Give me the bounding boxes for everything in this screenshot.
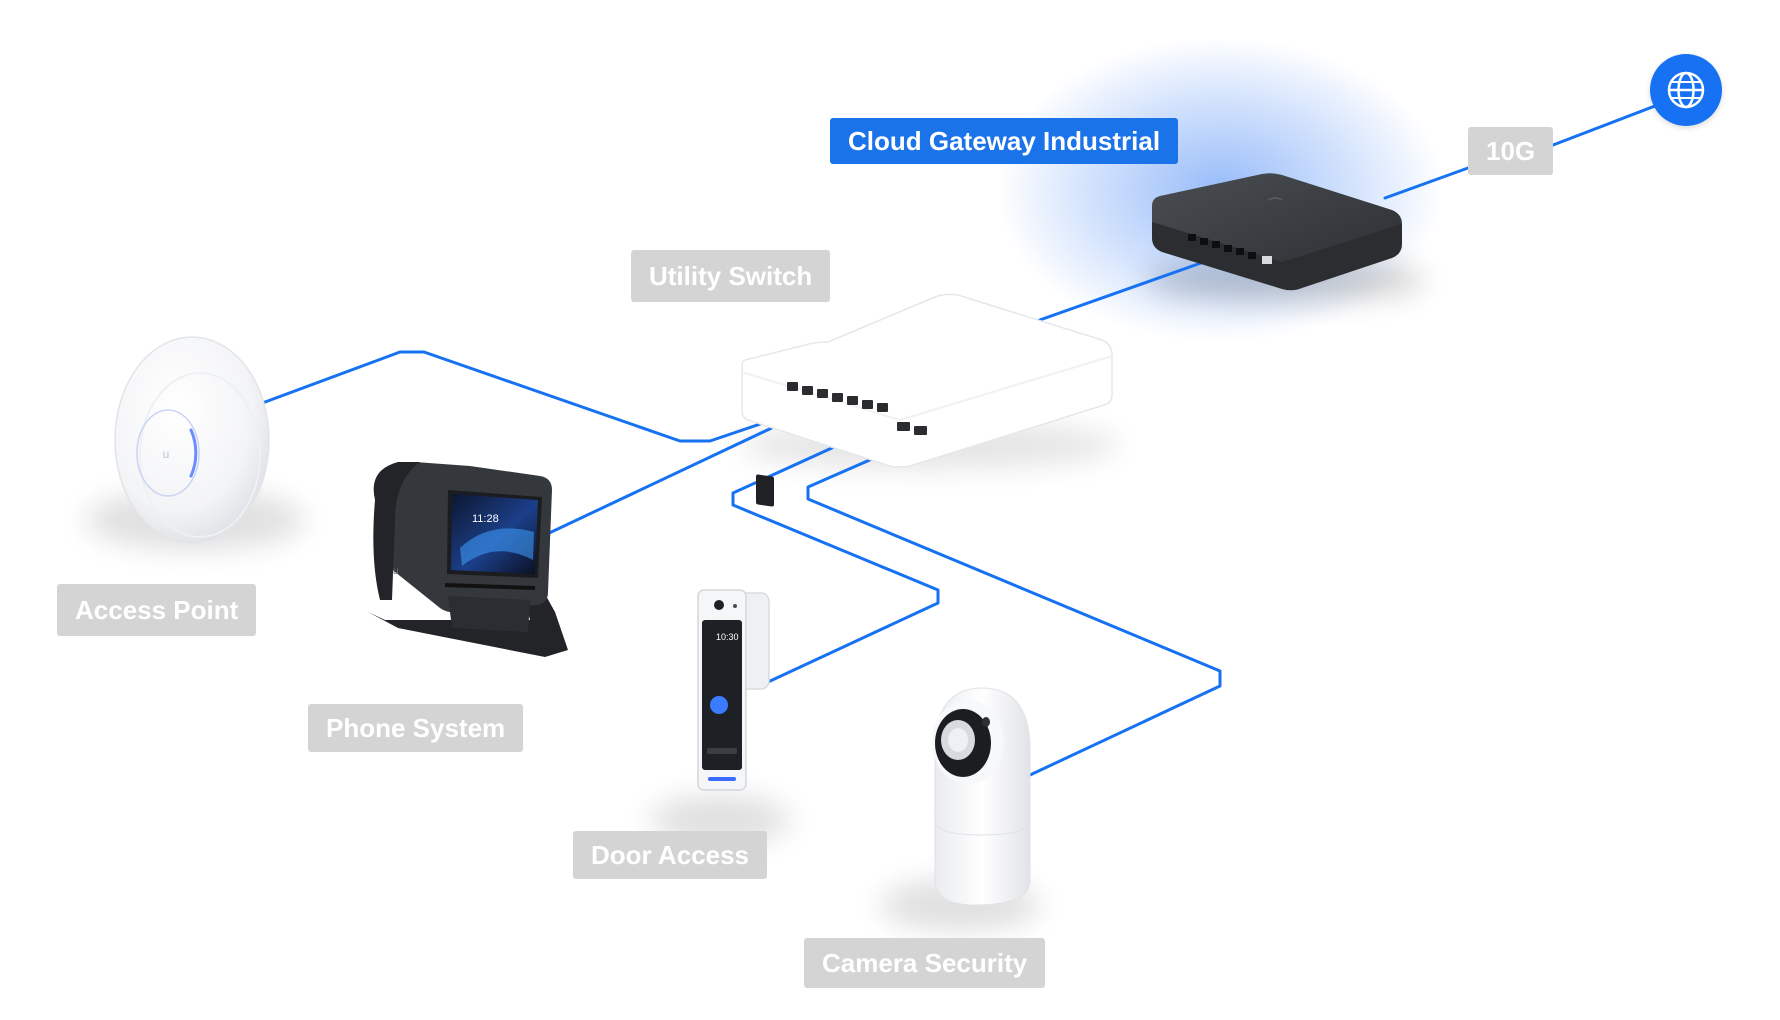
uplink-speed-label: 10G [1468,127,1554,175]
link-switch-to-phone [543,423,780,537]
link-switch-to-access-point [255,350,780,443]
gateway-device [1152,173,1402,291]
switch-device [741,293,1113,507]
link-globe-to-10g [1538,104,1657,152]
connection-lines [255,104,1657,777]
internet-globe-button[interactable] [1650,54,1722,126]
door-access-device: 10:30 [697,589,770,791]
link-switch-to-camera [806,450,1222,777]
access-point-label: Access Point [57,584,257,636]
link-gateway-to-switch [1018,256,1217,329]
link-10g-to-gateway [1383,166,1470,200]
phone-screen-time: 11:28 [472,513,499,525]
link-switch-to-door [731,440,940,684]
door-access-label: Door Access [573,831,767,879]
utility-switch-label: Utility Switch [631,250,831,302]
cloud-gateway-label: Cloud Gateway Industrial [830,118,1179,164]
globe-icon [1667,71,1705,109]
access-point-device: u [114,336,270,544]
door-screen-time: 10:30 [716,632,739,642]
phone-system-label: Phone System [308,704,524,752]
camera-security-label: Camera Security [804,938,1046,988]
camera-device [932,687,1031,906]
phone-device: 11:28 u [368,462,568,657]
svg-text:u: u [163,447,170,461]
svg-text:u: u [393,566,399,577]
